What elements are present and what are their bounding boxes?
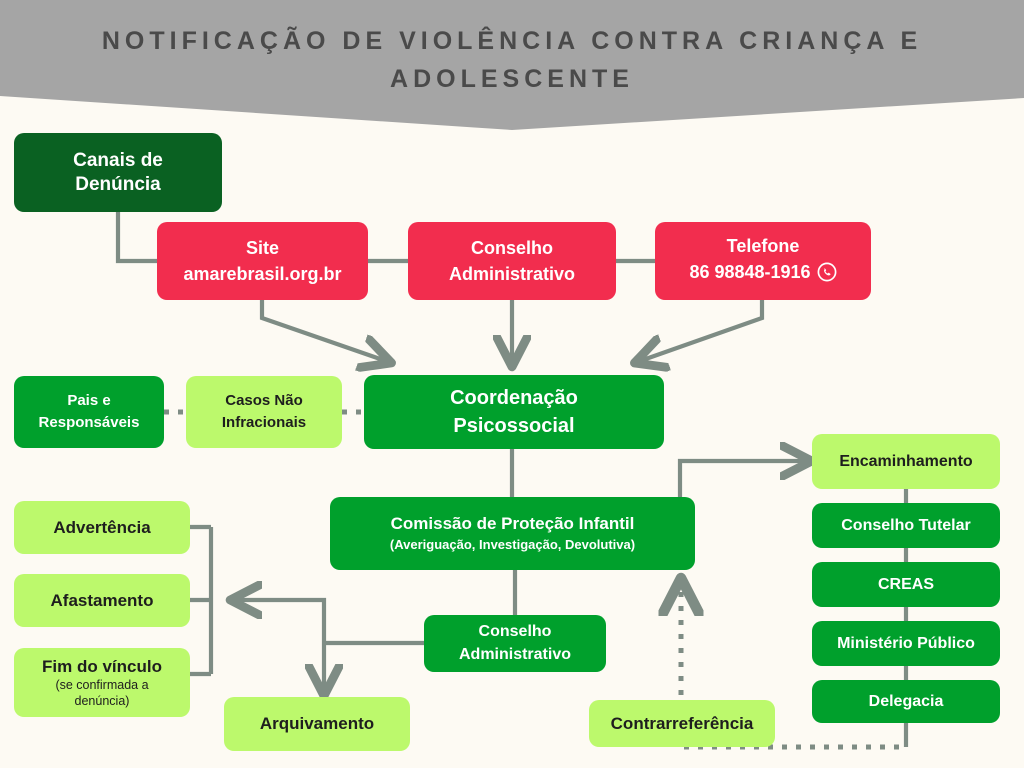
node-encaminhamento[interactable]: Encaminhamento — [812, 434, 1000, 489]
node-conselho-administrativo-top[interactable]: Conselho Administrativo — [408, 222, 616, 300]
node-arquivamento-label: Arquivamento — [259, 714, 375, 734]
node-site-label: Site — [245, 238, 279, 259]
node-ministerio-publico[interactable]: Ministério Público — [812, 621, 1000, 666]
node-site[interactable]: Site amarebrasil.org.br — [157, 222, 368, 300]
node-coordenacao-psicossocial[interactable]: Coordenação Psicossocial — [364, 375, 664, 449]
whatsapp-icon — [817, 262, 837, 287]
node-fim-do-vinculo[interactable]: Fim do vínculo (se confirmada a denúncia… — [14, 648, 190, 717]
node-pais-responsaveis-sub: Responsáveis — [38, 413, 140, 431]
node-conselho-administrativo-bottom-sub: Administrativo — [458, 646, 571, 663]
node-telefone-number-text: 86 98848-1916 — [689, 261, 811, 282]
node-coordenacao-psicossocial-label: Coordenação — [450, 386, 578, 409]
node-advertencia-label: Advertência — [53, 517, 151, 537]
node-creas-label: CREAS — [877, 575, 934, 593]
node-advertencia[interactable]: Advertência — [14, 501, 190, 554]
node-conselho-administrativo-top-sub: Administrativo — [448, 263, 576, 284]
node-contrarreferencia[interactable]: Contrarreferência — [589, 700, 775, 747]
node-conselho-administrativo-bottom[interactable]: Conselho Administrativo — [424, 615, 606, 672]
node-canais-denuncia[interactable]: Canais de Denúncia — [14, 133, 222, 212]
node-contrarreferencia-label: Contrarreferência — [610, 713, 754, 733]
node-afastamento[interactable]: Afastamento — [14, 574, 190, 627]
node-telefone[interactable]: Telefone 86 98848-1916 — [655, 222, 871, 300]
node-delegacia[interactable]: Delegacia — [812, 680, 1000, 723]
node-casos-nao-infracionais-sub: Infracionais — [221, 413, 307, 431]
node-conselho-tutelar[interactable]: Conselho Tutelar — [812, 503, 1000, 548]
node-delegacia-label: Delegacia — [868, 692, 944, 710]
node-site-url: amarebrasil.org.br — [183, 263, 342, 284]
node-pais-responsaveis[interactable]: Pais e Responsáveis — [14, 376, 164, 448]
node-telefone-number: 86 98848-1916 — [689, 261, 837, 287]
node-casos-nao-infracionais-label: Casos Não — [225, 391, 303, 409]
node-pais-responsaveis-label: Pais e — [67, 391, 111, 409]
node-comissao-protecao-infantil[interactable]: Comissão de Proteção Infantil (Averiguaç… — [330, 497, 695, 570]
node-ministerio-publico-label: Ministério Público — [837, 634, 975, 652]
node-conselho-tutelar-label: Conselho Tutelar — [841, 516, 971, 534]
node-fim-do-vinculo-sub: (se confirmada a denúncia) — [55, 678, 149, 708]
node-canais-denuncia-label: Canais de Denúncia — [73, 149, 163, 195]
node-casos-nao-infracionais[interactable]: Casos Não Infracionais — [186, 376, 342, 448]
page-title: NOTIFICAÇÃO DE VIOLÊNCIA CONTRA CRIANÇA … — [101, 27, 923, 93]
node-comissao-protecao-infantil-label: Comissão de Proteção Infantil — [390, 514, 635, 534]
node-fim-do-vinculo-label: Fim do vínculo — [42, 656, 162, 676]
node-encaminhamento-label: Encaminhamento — [839, 452, 973, 470]
node-telefone-label: Telefone — [726, 236, 800, 257]
node-coordenacao-psicossocial-sub: Psicossocial — [453, 414, 575, 437]
node-creas[interactable]: CREAS — [812, 562, 1000, 607]
node-afastamento-label: Afastamento — [50, 590, 154, 610]
node-conselho-administrativo-top-label: Conselho — [470, 238, 553, 259]
node-conselho-administrativo-bottom-label: Conselho — [478, 623, 552, 641]
node-comissao-protecao-infantil-sub: (Averiguação, Investigação, Devolutiva) — [389, 537, 636, 553]
node-arquivamento[interactable]: Arquivamento — [224, 697, 410, 751]
